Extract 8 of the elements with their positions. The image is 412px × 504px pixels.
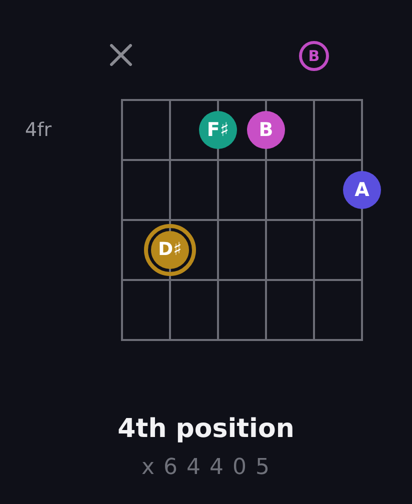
note-name: B: [308, 48, 320, 64]
fingering-text: x 6 4 4 0 5: [142, 454, 270, 482]
note-name: A: [354, 180, 370, 200]
note-name: B: [258, 120, 274, 140]
note-name: D♯: [158, 241, 182, 259]
fret-number-label: 4fr: [25, 118, 52, 142]
chord-title: 4th position: [118, 413, 294, 445]
note-name: F♯: [206, 120, 230, 140]
